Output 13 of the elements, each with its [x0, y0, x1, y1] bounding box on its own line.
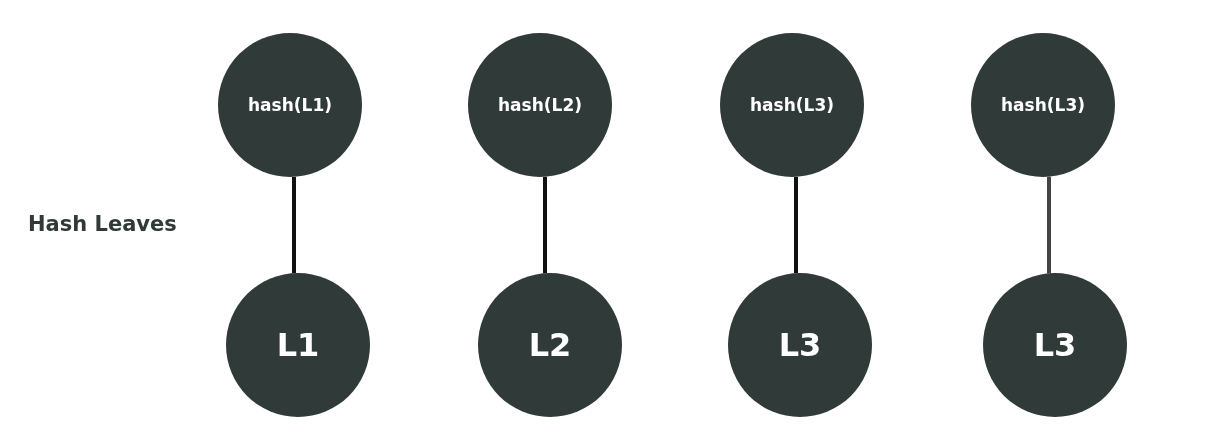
- connector-line: [543, 176, 547, 274]
- node-label: hash(L2): [498, 95, 582, 115]
- node-label: hash(L3): [750, 95, 834, 115]
- node-label: hash(L1): [248, 95, 332, 115]
- connector-line: [292, 176, 296, 274]
- row-label: Hash Leaves: [28, 212, 177, 236]
- node-label: L3: [778, 326, 822, 364]
- node-label: L1: [276, 326, 320, 364]
- node-label: L2: [528, 326, 572, 364]
- connector-line: [794, 176, 798, 274]
- node-label: hash(L3): [1001, 95, 1085, 115]
- node-label: L3: [1033, 326, 1077, 364]
- connector-line: [1047, 176, 1051, 274]
